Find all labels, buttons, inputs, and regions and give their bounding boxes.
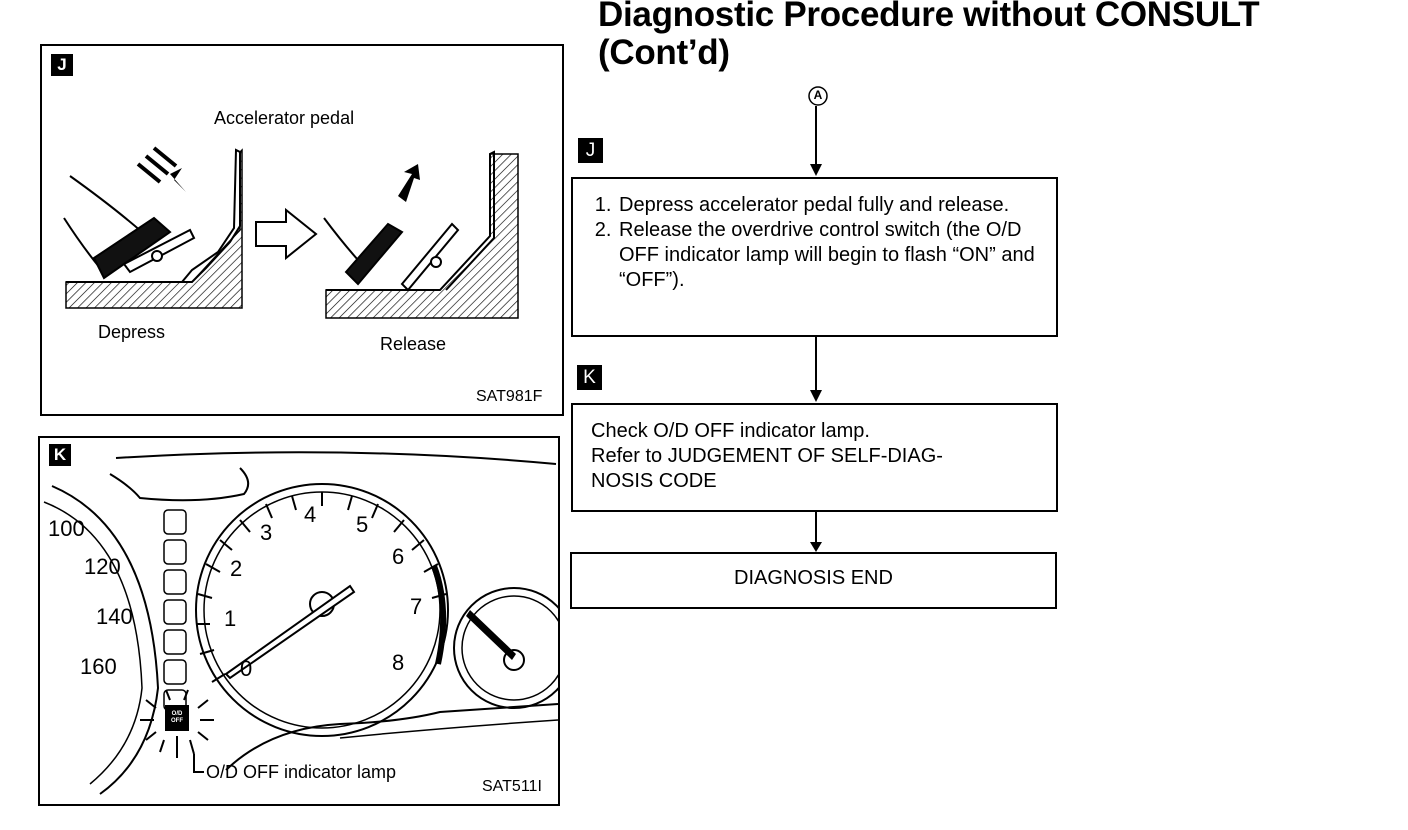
page-title-line2: (Cont’d) — [598, 33, 730, 72]
tach-label: 0 — [240, 656, 253, 681]
diagnosis-end-box: DIAGNOSIS END — [570, 552, 1057, 609]
step-j-box: Depress accelerator pedal fully and rele… — [571, 177, 1058, 337]
figure-k-code: SAT511I — [482, 778, 542, 795]
step-j-item: Depress accelerator pedal fully and rele… — [617, 193, 1056, 218]
tach-label: 1 — [224, 606, 237, 631]
flowchart-lines — [808, 86, 828, 552]
figure-j: J Accelerator pedal — [40, 44, 564, 416]
tach-ticks — [196, 492, 447, 683]
release-pedal-drawing — [323, 150, 519, 319]
figure-j-release-label: Release — [380, 334, 447, 354]
step-k-line2: Refer to JUDGEMENT OF SELF-DIAG- — [591, 445, 943, 467]
tach-label: 4 — [304, 502, 317, 527]
tach-label: 3 — [260, 520, 273, 545]
tach-label: 6 — [392, 544, 405, 569]
step-k-badge: K — [577, 365, 602, 390]
figure-j-pedal-label: Accelerator pedal — [214, 108, 355, 128]
figure-j-code: SAT981F — [476, 388, 543, 405]
step-k-line3: NOSIS CODE — [591, 470, 717, 492]
speed-label: 160 — [80, 654, 117, 679]
speed-label: 140 — [96, 604, 133, 629]
speed-label: 120 — [84, 554, 121, 579]
warning-lamp-column — [163, 509, 187, 711]
page-title: Diagnostic Procedure without CONSULT (Co… — [598, 0, 1260, 72]
tach-label: 7 — [410, 594, 423, 619]
tach-label: 2 — [230, 556, 243, 581]
tach-label: 8 — [392, 650, 405, 675]
figure-j-depress-label: Depress — [98, 322, 166, 342]
tach-label: 5 — [356, 512, 369, 537]
step-k-box: Check O/D OFF indicator lamp. Refer to J… — [571, 403, 1058, 512]
od-off-lamp-label: O/D OFF indicator lamp — [206, 762, 397, 782]
depress-pedal-drawing — [63, 146, 243, 309]
diagnosis-end-label: DIAGNOSIS END — [734, 567, 893, 589]
figure-k-badge: K — [49, 444, 71, 466]
step-k-line1: Check O/D OFF indicator lamp. — [591, 420, 870, 442]
figure-j-badge: J — [51, 54, 73, 76]
step-j-item: Release the overdrive control switch (th… — [617, 218, 1056, 293]
pedal-illustration — [63, 146, 519, 319]
step-j-list: Depress accelerator pedal fully and rele… — [573, 193, 1056, 293]
od-off-lamp-text: O/D OFF — [171, 711, 183, 724]
page-title-line1: Diagnostic Procedure without CONSULT — [598, 0, 1260, 34]
instrument-cluster — [43, 451, 558, 795]
connector-a: A — [813, 88, 823, 102]
transition-arrow — [255, 207, 318, 261]
step-j-badge: J — [578, 138, 603, 163]
figure-k: K — [38, 436, 560, 806]
od-off-lamp — [140, 689, 214, 773]
speed-label: 100 — [48, 516, 85, 541]
